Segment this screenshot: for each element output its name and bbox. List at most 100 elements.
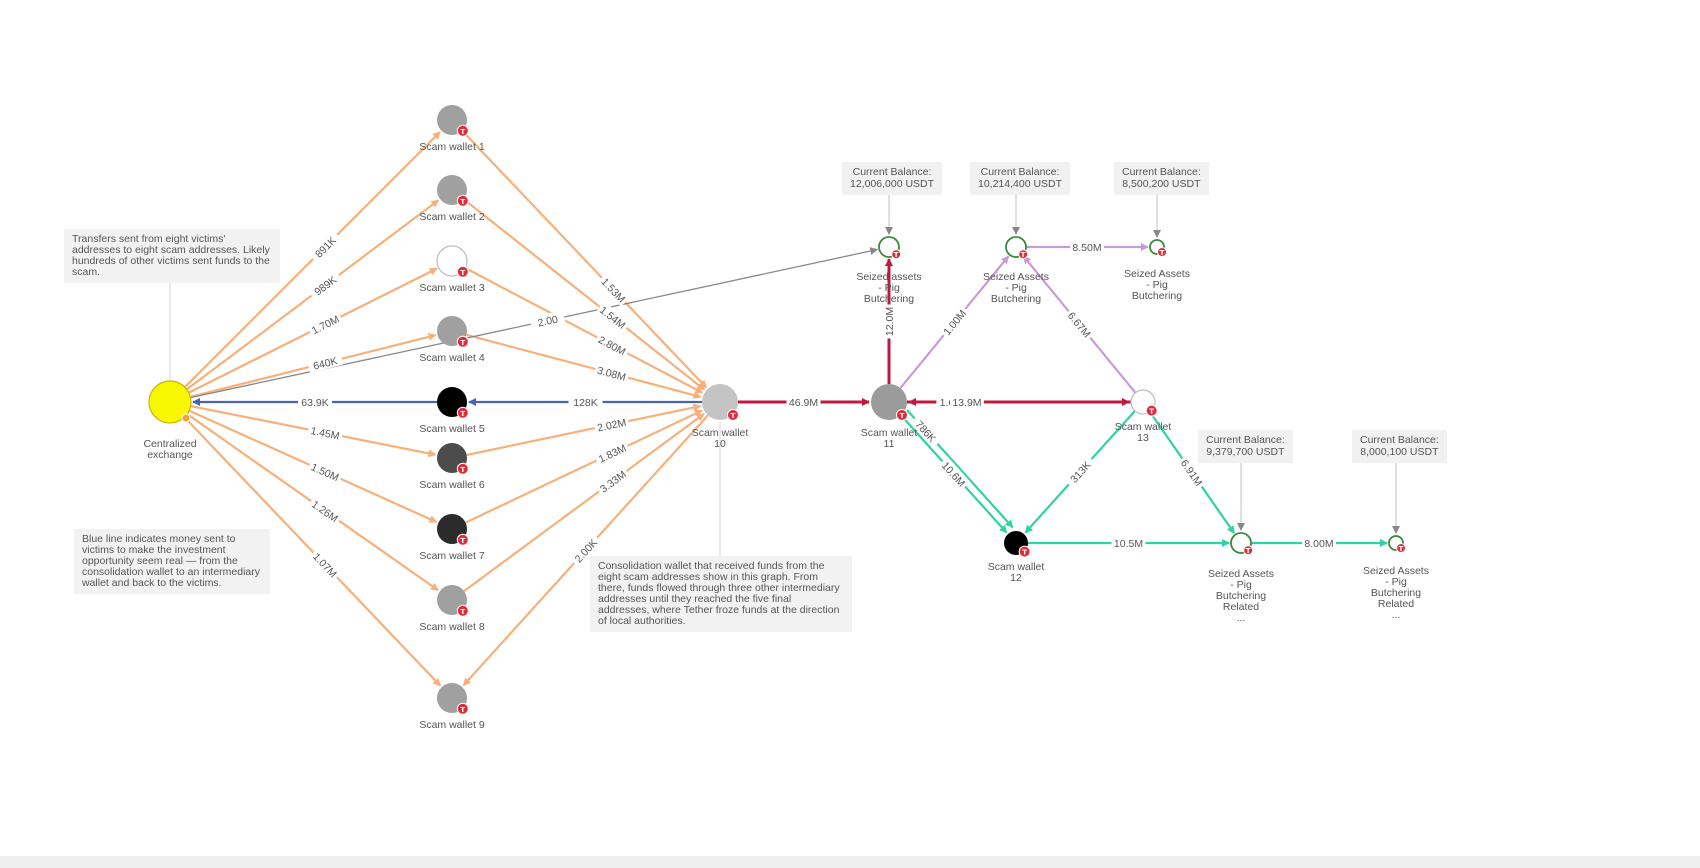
edge-label-bg bbox=[594, 331, 631, 359]
node-sw6[interactable]: T bbox=[437, 443, 469, 475]
victims-note: Transfers sent from eight victims' addre… bbox=[64, 229, 280, 283]
edge-label-bg bbox=[910, 413, 943, 448]
edge-label-bg bbox=[307, 351, 344, 373]
edge-label-bg bbox=[1177, 454, 1208, 490]
tether-tag-icon bbox=[895, 408, 908, 421]
node-label-line: Scam wallet bbox=[860, 427, 918, 439]
edge-sw2-sw10[interactable] bbox=[463, 198, 706, 391]
balance-box-4: Current Balance: 9,379,700 USDT bbox=[1198, 430, 1293, 463]
node-sw4[interactable]: T bbox=[437, 316, 469, 348]
node-label-line: Seized Assets bbox=[983, 271, 1049, 283]
edge-label-bg bbox=[597, 272, 631, 307]
edge-label: 46.9M bbox=[789, 397, 818, 409]
edge-sw8-sw10[interactable] bbox=[463, 412, 705, 592]
node-sz1[interactable]: T bbox=[878, 236, 902, 259]
node-label-line: - Pig bbox=[1005, 282, 1027, 294]
node-sw8[interactable]: T bbox=[437, 585, 469, 617]
node-label-line: exchange bbox=[147, 449, 193, 461]
node-sw1[interactable]: T bbox=[437, 105, 469, 137]
node-sz2[interactable]: T bbox=[1005, 236, 1029, 259]
node-label-line: Butchering bbox=[1215, 590, 1267, 602]
tether-tag-glyph: T bbox=[460, 198, 465, 206]
node-label-line: Butchering bbox=[1370, 587, 1422, 599]
node-sw10[interactable]: T bbox=[702, 384, 739, 421]
node-label-line: Scam wallet bbox=[987, 561, 1045, 573]
balance-title: Current Balance: bbox=[1206, 434, 1285, 446]
edge-label: 8.00M bbox=[1304, 538, 1333, 550]
node-label-line: ... bbox=[1391, 609, 1401, 621]
node-label-line: Butchering bbox=[1131, 290, 1183, 302]
node-sw9[interactable]: T bbox=[437, 683, 469, 715]
edge-sw4-sw10[interactable] bbox=[466, 333, 702, 399]
node-label-line: Related bbox=[1222, 601, 1260, 613]
tether-tag-icon bbox=[456, 604, 469, 617]
edge-label-bg bbox=[298, 395, 332, 408]
node-sw12[interactable]: T bbox=[1004, 531, 1031, 558]
edge-label-bg bbox=[949, 395, 984, 408]
node-sw2[interactable]: T bbox=[437, 175, 469, 207]
edge-label-bg bbox=[593, 414, 630, 435]
balance-amount: 12,006,000 USDT bbox=[850, 177, 935, 190]
node-sw13[interactable]: T bbox=[1130, 389, 1158, 417]
tether-tag-glyph: T bbox=[1160, 249, 1165, 257]
edge-cex-sw1[interactable] bbox=[184, 131, 441, 388]
balance-title: Current Balance: bbox=[1122, 166, 1201, 178]
node-label-sw4: Scam wallet 4 bbox=[387, 353, 517, 364]
tether-tag-glyph: T bbox=[731, 412, 736, 420]
node-cex[interactable] bbox=[148, 380, 192, 424]
node-sw11[interactable]: T bbox=[871, 384, 908, 421]
node-label-line: 11 bbox=[883, 438, 895, 450]
node-label-line: Butchering bbox=[863, 293, 915, 305]
node-sw7[interactable]: T bbox=[437, 514, 469, 546]
tether-tag-icon bbox=[456, 265, 469, 278]
tether-tag-icon bbox=[1157, 247, 1168, 258]
balance-title: Current Balance: bbox=[852, 166, 932, 178]
balance-amount: 8,000,100 USDT bbox=[1360, 445, 1439, 458]
tether-tag-icon bbox=[1145, 404, 1158, 417]
node-sz5[interactable]: T bbox=[1388, 535, 1407, 554]
edge-label-bg bbox=[1064, 306, 1096, 342]
node-label-line: Centralized bbox=[143, 438, 197, 450]
node-label-line: 13 bbox=[1137, 432, 1149, 444]
tether-tag-icon bbox=[456, 335, 469, 348]
node-label-sw8: Scam wallet 8 bbox=[387, 622, 517, 633]
node-sw3[interactable]: T bbox=[436, 245, 469, 278]
edge-label: 2.00 bbox=[537, 314, 560, 330]
edge-sw7-sw10[interactable] bbox=[465, 409, 703, 524]
tether-tag-glyph: T bbox=[1246, 547, 1251, 555]
edge-label-bg bbox=[938, 456, 971, 491]
balance-amount: 10,214,400 USDT bbox=[978, 177, 1063, 190]
tether-tag-icon bbox=[726, 408, 739, 421]
tether-tag-glyph: T bbox=[1399, 545, 1404, 553]
balance-box-3: Current Balance: 8,500,200 USDT bbox=[1114, 162, 1209, 195]
edge-sw1-sw10[interactable] bbox=[461, 130, 708, 389]
node-label-line: - Pig bbox=[1385, 576, 1407, 588]
blue-line-note: Blue line indicates money sent to victim… bbox=[74, 529, 270, 594]
edge-sw6-sw10[interactable] bbox=[466, 403, 702, 457]
node-sz3[interactable]: T bbox=[1149, 239, 1168, 258]
balance-box-2: Current Balance: 10,214,400 USDT bbox=[970, 162, 1071, 195]
tether-tag-icon bbox=[456, 406, 469, 419]
node-circle[interactable] bbox=[148, 380, 192, 424]
edge-cex-sw9[interactable] bbox=[183, 416, 442, 687]
node-label-sw6: Scam wallet 6 bbox=[387, 480, 517, 491]
edge-label-bg bbox=[309, 547, 342, 582]
edge-label-bg bbox=[529, 310, 566, 331]
node-label-sw3: Scam wallet 3 bbox=[387, 283, 517, 294]
edge-sw3-sw10[interactable] bbox=[464, 267, 704, 394]
edge-label-bg bbox=[593, 362, 630, 384]
node-label-line: Butchering bbox=[990, 293, 1042, 305]
node-sz4[interactable]: T bbox=[1230, 532, 1254, 556]
tether-tag-glyph: T bbox=[460, 608, 465, 616]
edge-label-bg bbox=[306, 310, 344, 338]
node-sw5[interactable]: T bbox=[437, 387, 469, 419]
edge-label-bg bbox=[1302, 536, 1336, 549]
edge-label-bg bbox=[307, 422, 344, 443]
edge-label: 8.50M bbox=[1072, 242, 1101, 254]
